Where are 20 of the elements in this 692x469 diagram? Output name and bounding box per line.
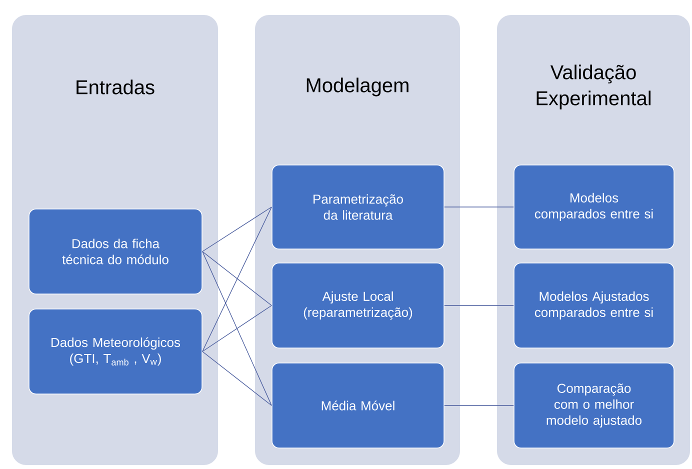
process-box: Parametrização da literatura bbox=[272, 164, 444, 250]
process-box: Modelos comparados entre si bbox=[514, 164, 674, 250]
process-box: Modelos Ajustados comparados entre si bbox=[514, 262, 674, 348]
process-box: Dados da ficha técnica do módulo bbox=[28, 208, 202, 294]
connector-line bbox=[444, 405, 514, 406]
process-box: Dados Meteorológicos (GTI, T$_{amb}$ , V$_{w}$) bbox=[28, 308, 202, 394]
connector-line bbox=[202, 206, 272, 352]
connector-line bbox=[202, 206, 272, 252]
process-box: Comparação com o melhor modelo ajustado bbox=[514, 362, 674, 448]
process-box: Média Móvel bbox=[272, 362, 444, 448]
process-box: Ajuste Local (reparametrização) bbox=[272, 262, 444, 348]
connector-line bbox=[202, 251, 272, 306]
column-heading: Validação Experimental bbox=[536, 64, 651, 110]
connector-line bbox=[444, 305, 514, 306]
connector-line bbox=[202, 351, 272, 406]
column-heading: Modelagem bbox=[306, 78, 408, 96]
connector-line bbox=[202, 251, 272, 406]
connector-line bbox=[202, 305, 272, 352]
connector-line bbox=[444, 206, 514, 208]
column-heading: Entradas bbox=[76, 80, 154, 94]
